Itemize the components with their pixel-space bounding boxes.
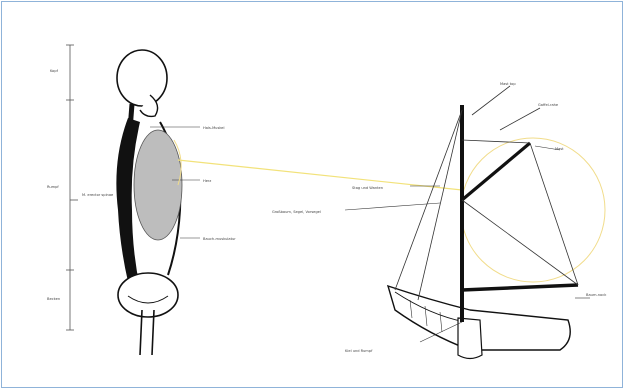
rigging [395,86,578,300]
skull [117,50,167,106]
pelvis-bone [118,273,178,317]
label-neck-muscle: Hals-Muskel [203,126,225,130]
label-masthead: Mast top [500,82,516,86]
label-abdomen: Bauch-muskulatur [203,237,236,241]
label-heart: Herz [203,179,211,183]
body-region-bracket [66,45,78,330]
label-spine: M. erector spinae [82,193,114,197]
label-gaff-yard: Gaffel-rahe [538,103,559,107]
label-pelvis: Becken [47,297,60,301]
label-keel: Kiel und Rumpf [345,349,373,353]
boom [462,285,578,290]
sailboat [388,86,578,359]
label-torso: Rumpf [47,185,59,189]
sail-circle [461,138,605,282]
label-head: Kopf [50,69,59,73]
label-mast: Mast [555,147,564,151]
organ-mass [134,130,182,240]
label-backstay-forestay: Stag und Wanten [352,186,383,190]
sightline [178,160,462,190]
keel-section [458,318,482,359]
label-boom-sail-fore: Großbaum, Segel, Vorsegel [272,210,321,214]
label-boom: Baum-nock [586,293,607,297]
human-torso-figure [116,50,182,355]
